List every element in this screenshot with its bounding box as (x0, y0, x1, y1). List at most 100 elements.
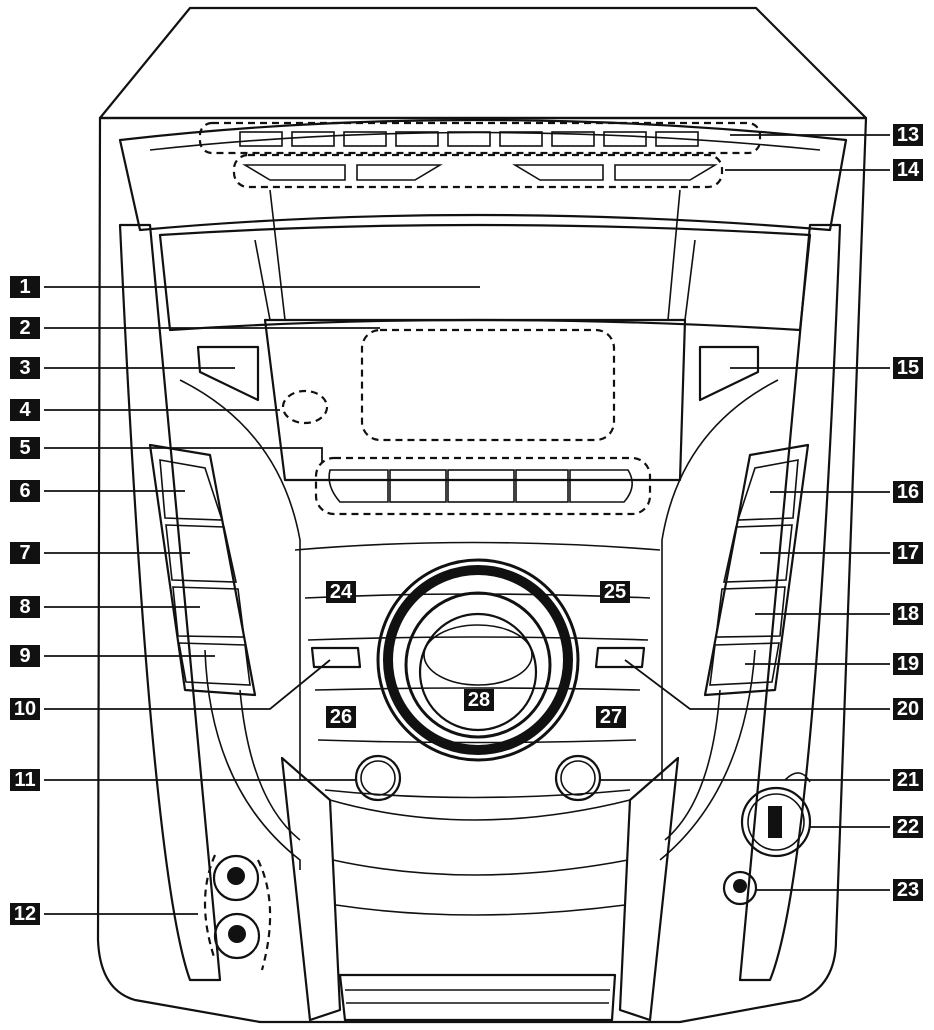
headphone-jack[interactable] (722, 870, 758, 906)
callout-24-label: 24 (330, 581, 353, 603)
callout-6-label: 6 (19, 480, 30, 502)
callout-25: 25 (600, 581, 630, 603)
disc-tray (158, 223, 812, 332)
callout-1: 1 (10, 276, 40, 298)
function-button[interactable] (515, 469, 569, 503)
left-column-button[interactable] (178, 642, 251, 686)
callout-22-label: 22 (897, 816, 919, 838)
callout-27-label: 27 (600, 706, 622, 728)
left-column-button[interactable] (172, 586, 245, 638)
callout-20-label: 20 (897, 698, 919, 720)
tray-button[interactable] (512, 164, 604, 181)
callout-10-label: 10 (14, 698, 36, 720)
callout-4: 4 (10, 399, 40, 421)
right-column-button[interactable] (709, 642, 780, 686)
callout-12-label: 12 (14, 903, 36, 925)
callout-10: 10 (10, 698, 40, 720)
callout-5: 5 (10, 437, 40, 459)
jack-group-outline (203, 854, 217, 961)
jack-socket[interactable] (213, 912, 261, 960)
right-button-column (703, 443, 810, 697)
display-window (360, 328, 616, 442)
cabinet-outline (96, 116, 868, 1024)
callout-21: 21 (893, 769, 923, 791)
callout-17: 17 (893, 542, 923, 564)
top-button[interactable] (343, 131, 387, 147)
usb-port-ring (740, 786, 812, 858)
top-button[interactable] (239, 131, 283, 147)
callout-16: 16 (893, 481, 923, 503)
leader-lines (44, 134, 890, 915)
top-button[interactable] (551, 131, 595, 147)
top-lid (98, 6, 868, 120)
function-button-row (314, 456, 652, 516)
left-round-knob[interactable] (354, 754, 402, 802)
callout-25-label: 25 (604, 581, 626, 603)
left-angled-button[interactable] (310, 646, 362, 669)
tray-button[interactable] (356, 164, 443, 181)
callout-6: 6 (10, 480, 40, 502)
callout-26: 26 (326, 706, 356, 728)
right-column-button[interactable] (722, 524, 793, 583)
callout-4-label: 4 (19, 399, 31, 421)
tray-button[interactable] (242, 164, 346, 181)
callout-3-label: 3 (19, 357, 30, 379)
callout-8: 8 (10, 596, 40, 618)
top-button[interactable] (395, 131, 439, 147)
top-button[interactable] (447, 131, 491, 147)
callout-19-label: 19 (897, 653, 919, 675)
right-round-knob[interactable] (554, 754, 602, 802)
top-button[interactable] (499, 131, 543, 147)
callout-27: 27 (596, 706, 626, 728)
callout-23: 23 (893, 879, 923, 901)
right-column-button[interactable] (715, 586, 786, 638)
top-button[interactable] (655, 131, 699, 147)
right-column-frame (703, 443, 810, 697)
callout-18-label: 18 (897, 603, 919, 625)
function-button-group-outline (314, 456, 652, 516)
top-button-row (198, 121, 762, 155)
tray-button-group-outline (232, 153, 724, 189)
usb-port[interactable] (768, 806, 782, 838)
top-button[interactable] (291, 131, 335, 147)
callout-11: 11 (10, 769, 40, 791)
input-jacks (203, 854, 272, 971)
function-button[interactable] (328, 469, 389, 503)
left-column-button[interactable] (159, 459, 224, 521)
callout-23-label: 23 (897, 879, 919, 901)
right-angled-button[interactable] (594, 646, 646, 669)
callout-2: 2 (10, 317, 40, 339)
callout-18: 18 (893, 603, 923, 625)
right-column-button[interactable] (736, 459, 799, 521)
callout-15: 15 (893, 357, 923, 379)
bottom-slot (338, 973, 617, 1022)
top-button-group-outline (198, 121, 762, 155)
jack-socket[interactable] (212, 854, 260, 902)
callout-9-label: 9 (19, 645, 30, 667)
callout-26-label: 26 (330, 706, 352, 728)
callout-28-label: 28 (468, 689, 490, 711)
callout-21-label: 21 (897, 769, 919, 791)
top-button[interactable] (603, 131, 647, 147)
callout-24: 24 (326, 581, 356, 603)
callout-20: 20 (893, 698, 923, 720)
left-column-button[interactable] (165, 524, 238, 583)
right-corner-button[interactable] (698, 345, 760, 402)
lower-front-panel (280, 756, 342, 1022)
top-control-strip (118, 118, 848, 232)
callout-9: 9 (10, 645, 40, 667)
callout-7: 7 (10, 542, 40, 564)
callout-1-label: 1 (19, 276, 30, 298)
callout-14-label: 14 (897, 159, 920, 181)
function-button[interactable] (569, 469, 633, 503)
function-button[interactable] (447, 469, 515, 503)
tray-button[interactable] (614, 164, 718, 181)
volume-jog-knob[interactable] (376, 558, 580, 762)
callout-8-label: 8 (19, 596, 30, 618)
callout-5-label: 5 (19, 437, 30, 459)
callout-14: 14 (893, 159, 923, 181)
left-corner-button[interactable] (196, 345, 260, 402)
function-button[interactable] (389, 469, 447, 503)
callout-11-label: 11 (14, 769, 35, 791)
